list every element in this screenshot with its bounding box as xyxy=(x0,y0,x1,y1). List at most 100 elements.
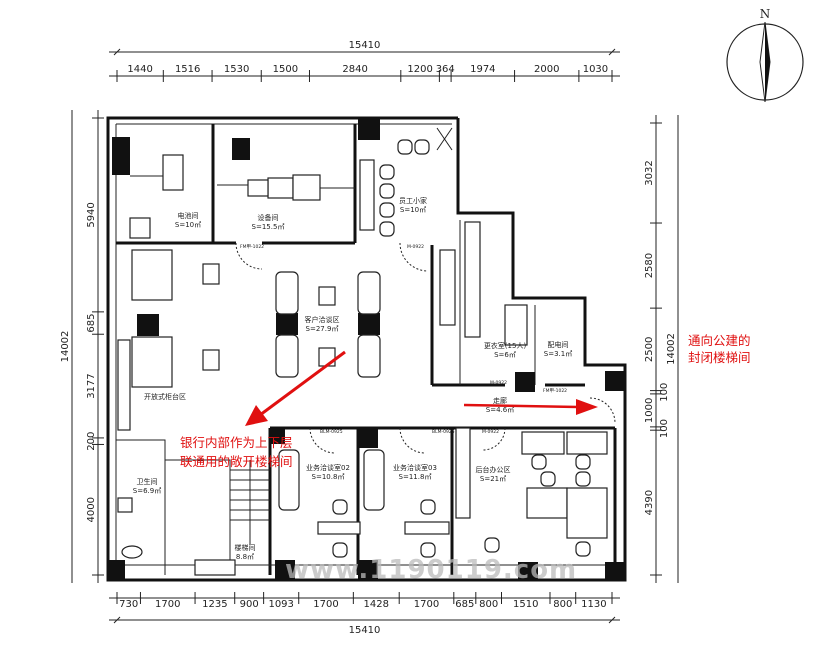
dimension-segment: 1428 xyxy=(364,599,389,610)
stair-wall xyxy=(165,459,231,575)
dimension-segment: 1974 xyxy=(470,64,495,75)
chair xyxy=(379,183,395,199)
dimension-segment: 1030 xyxy=(583,64,608,75)
column xyxy=(605,562,625,580)
room-area-stair: 8.8㎡ xyxy=(236,553,254,561)
stair-treads xyxy=(194,460,270,576)
door-label: M-0922 xyxy=(482,429,499,435)
room-area-battery: S=10㎡ xyxy=(175,221,201,229)
door-swing xyxy=(399,427,426,454)
column xyxy=(358,118,380,140)
equipment-cabinet xyxy=(247,179,269,197)
compass-needle-fill xyxy=(765,22,770,102)
closed-stair-note-2: 封闭楼梯间 xyxy=(688,350,751,365)
chair xyxy=(540,471,556,487)
arrow-head-icon xyxy=(576,399,598,415)
dimension-total: 14002 xyxy=(666,333,677,365)
dimension-tick xyxy=(608,48,616,56)
dimension-segment: 1200 xyxy=(407,64,432,75)
chair xyxy=(332,499,348,515)
column xyxy=(137,314,159,336)
column xyxy=(515,372,535,392)
toilet-wall xyxy=(116,439,166,575)
sofa xyxy=(278,449,300,511)
room-area-toilet: S=6.9㎡ xyxy=(133,487,161,495)
counter-desk xyxy=(131,336,173,388)
dimension-segment: 2500 xyxy=(644,337,655,362)
room-name-toilet: 卫生间 xyxy=(137,477,158,486)
lockers xyxy=(464,221,481,338)
desk xyxy=(317,521,361,535)
desk xyxy=(526,487,568,519)
chair xyxy=(379,164,395,180)
column xyxy=(605,371,625,391)
chair xyxy=(575,541,591,557)
dimension-segment: 4000 xyxy=(86,497,97,522)
column xyxy=(112,137,130,175)
door-label: M-0922 xyxy=(490,380,507,386)
open-stair-note-1: 银行内部作为上下层 xyxy=(180,435,293,450)
lockers xyxy=(504,304,528,346)
dimension-segment: 1130 xyxy=(581,599,606,610)
dimension-total: 14002 xyxy=(60,331,71,363)
dimension-segment: 364 xyxy=(436,64,455,75)
door-label: BLM-0925 xyxy=(320,429,343,435)
dimension-tick xyxy=(608,616,616,624)
room-name-power: 配电间 xyxy=(548,340,569,349)
desk xyxy=(404,521,450,535)
chair xyxy=(202,263,220,285)
room-area-power: S=3.1㎡ xyxy=(544,350,572,358)
sofa xyxy=(357,334,381,378)
dimension-segment: 1700 xyxy=(313,599,338,610)
chair xyxy=(575,454,591,470)
chair xyxy=(420,542,436,558)
room-name-locker: 更衣室(15人) xyxy=(484,341,527,350)
door-label: FM甲-1022 xyxy=(543,388,567,394)
room-area-meeting03: S=11.8㎡ xyxy=(399,473,432,481)
dimension-segment: 1530 xyxy=(224,64,249,75)
dimension-segment: 1700 xyxy=(414,599,439,610)
chair xyxy=(420,499,436,515)
dimension-segment: 5940 xyxy=(86,202,97,227)
dimension-segment: 1093 xyxy=(268,599,293,610)
chair xyxy=(379,202,395,218)
coffee-table xyxy=(318,286,336,306)
toilet xyxy=(121,545,143,559)
sink xyxy=(117,497,133,513)
dimension-segment: 2580 xyxy=(644,253,655,278)
sofa xyxy=(357,271,381,315)
room-name-corridor: 走廊 xyxy=(493,396,507,405)
room-name-counter: 开放式柜台区 xyxy=(144,392,186,401)
dimension-segment: 1235 xyxy=(202,599,227,610)
column xyxy=(270,428,285,444)
column xyxy=(358,428,378,448)
room-area-meeting02: S=10.8㎡ xyxy=(312,473,345,481)
room-labels: 电池间 S=10㎡ 设备间 S=15.5㎡ 员工小家 S=10㎡ 客户洽谈区 S… xyxy=(133,196,572,561)
column xyxy=(108,560,125,580)
chair xyxy=(332,542,348,558)
room-area-equipment: S=15.5㎡ xyxy=(252,223,285,231)
counter xyxy=(439,249,456,326)
dimension-segment: 900 xyxy=(240,599,259,610)
shelf xyxy=(455,427,471,519)
chair xyxy=(202,349,220,371)
door-label: M-0922 xyxy=(407,244,424,250)
room-name-meeting02: 业务洽谈室02 xyxy=(306,463,350,472)
coffee-table xyxy=(318,347,336,367)
equipment-cabinet xyxy=(129,217,151,239)
dimension-segment: 1510 xyxy=(513,599,538,610)
open-stair-note-2: 联通用的敞开楼梯间 xyxy=(180,454,293,469)
chair xyxy=(414,139,430,155)
door-swing xyxy=(399,242,429,272)
sofa xyxy=(275,271,299,315)
dimension-segment: 3177 xyxy=(86,373,97,398)
sofa xyxy=(275,334,299,378)
north-label: N xyxy=(760,7,771,21)
dimension-segment: 685 xyxy=(86,314,97,333)
room-name-backoffice: 后台办公区 xyxy=(476,465,511,474)
room-name-battery: 电池间 xyxy=(178,211,199,220)
door-swing xyxy=(235,242,263,270)
dimension-segment: 100 xyxy=(659,383,670,402)
room-area-backoffice: S=21㎡ xyxy=(480,475,506,483)
